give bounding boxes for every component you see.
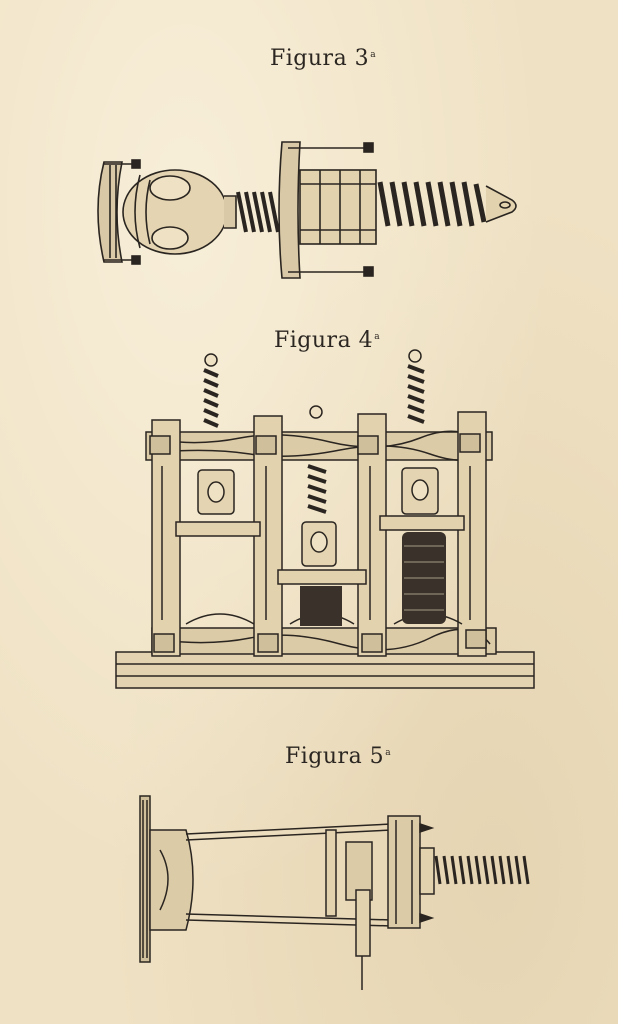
figure-4-press-drawing — [115, 349, 535, 689]
figure-3-screw-drawing — [97, 141, 517, 279]
figure-4-caption: Figura 4a — [274, 328, 380, 353]
figure-3-caption: Figura 3a — [270, 46, 376, 71]
figure-5-caption: Figura 5a — [285, 744, 391, 769]
figure-5-suffix: a — [385, 747, 392, 758]
figure-3-label: Figura 3 — [270, 46, 370, 71]
figure-5-label: Figura 5 — [285, 744, 385, 769]
press-block-middle — [300, 586, 342, 626]
figure-4-suffix: a — [374, 331, 381, 342]
figure-4-label: Figura 4 — [274, 328, 374, 353]
figure-3-suffix: a — [370, 49, 377, 60]
